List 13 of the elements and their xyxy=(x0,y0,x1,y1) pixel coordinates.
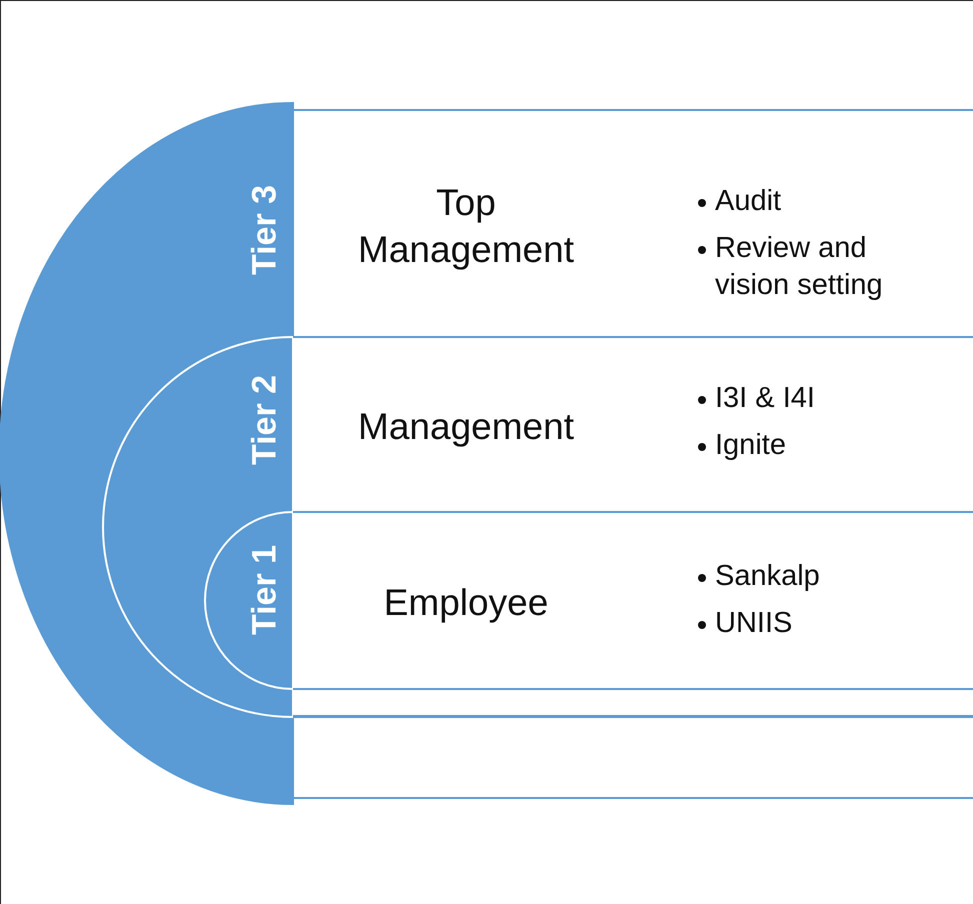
tier-title: Management xyxy=(357,405,575,449)
bullet-item: Review and vision setting xyxy=(715,231,884,303)
bullet-item: UNIIS xyxy=(715,606,794,641)
tier-title: Top Management xyxy=(357,180,575,272)
tier-label: Tier 2 xyxy=(246,374,284,466)
tier-title: Employee xyxy=(382,581,550,625)
tier-label: Tier 1 xyxy=(246,544,284,636)
bullet-item: Ignite xyxy=(715,428,787,463)
bullet-item: Audit xyxy=(715,184,782,219)
tier-label: Tier 3 xyxy=(246,184,284,276)
bullet-item: I3I & I4I xyxy=(715,381,816,416)
bullet-item: Sankalp xyxy=(715,559,821,594)
tier-row xyxy=(293,716,973,799)
